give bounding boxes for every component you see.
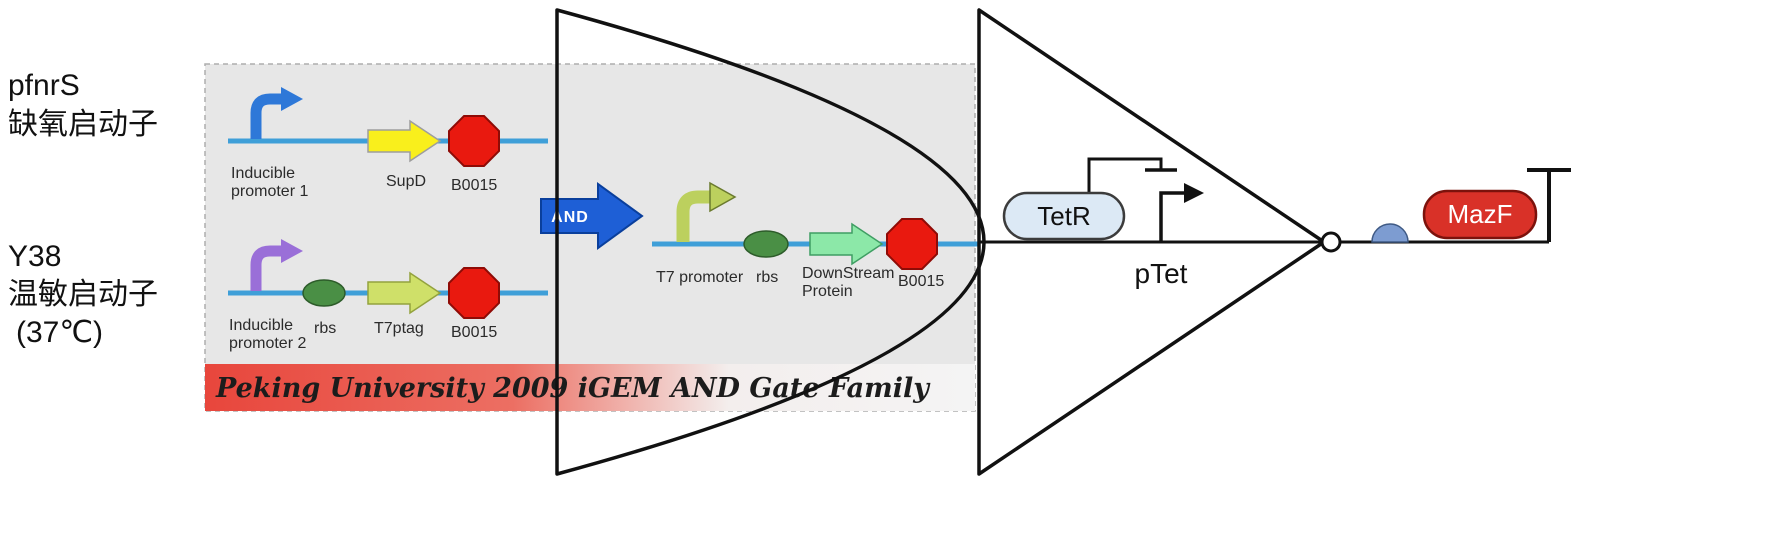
- t7ptag-gene-arrow-icon: [367, 271, 442, 315]
- and-arrow-icon: [540, 182, 644, 250]
- t7-promoter-arrowhead-icon: [709, 181, 737, 213]
- promoter2-label-line1: Inducible: [229, 317, 293, 334]
- promoter2-label-line2: promoter 2: [229, 335, 306, 352]
- promoter1-label-line2: promoter 1: [231, 183, 308, 200]
- promoter-arrow-stem: [250, 245, 283, 291]
- ptet-label: pTet: [1135, 258, 1188, 289]
- downstream-label-line1: DownStream: [802, 265, 894, 282]
- tetr-pill-icon: [1002, 191, 1126, 241]
- promoter2-desc-label: 温敏启动子: [8, 278, 158, 311]
- supd-label: SupD: [386, 173, 426, 190]
- promoter1-name-label: pfnrS: [8, 69, 80, 102]
- promoter-arrowhead-icon: [281, 87, 303, 111]
- tet-gate: TetR pTet: [977, 8, 1326, 476]
- left-annotations: pfnrS 缺氧启动子 Y38 温敏启动子 (37℃): [8, 69, 158, 349]
- circuit-2: Inducible promoter 2 rbs T7ptag B0015: [228, 239, 548, 352]
- ptet-promoter-arrow-stem: [1159, 191, 1186, 242]
- promoter-arrowhead-icon: [281, 239, 303, 263]
- terminator-label: B0015: [898, 273, 944, 290]
- terminator-octagon-icon: [448, 115, 500, 167]
- circuit-1: Inducible promoter 1 SupD B0015: [228, 87, 548, 200]
- downstream-gene-arrow-icon: [809, 222, 884, 266]
- terminator-label: B0015: [451, 177, 497, 194]
- effector-module: MazF: [1320, 168, 1571, 253]
- repression-line: [1087, 157, 1163, 193]
- t7-promoter-arrow-stem: [676, 190, 712, 242]
- rbs-oval-icon: [302, 279, 346, 307]
- promoter2-name-label: Y38: [8, 240, 61, 273]
- t7ptag-label: T7ptag: [374, 320, 424, 337]
- banner-text: Peking University 2009 iGEM AND Gate Fam…: [215, 373, 931, 404]
- inverter-bubble-icon: [1320, 231, 1342, 253]
- rbs-dome-icon: [1371, 223, 1409, 243]
- terminator-label: B0015: [451, 324, 497, 341]
- promoter-arrow-stem: [250, 93, 283, 139]
- tetr-label: TetR: [1037, 201, 1090, 231]
- downstream-label-line2: Protein: [802, 283, 853, 300]
- promoter1-desc-label: 缺氧启动子: [8, 108, 158, 141]
- and-arrow-label: AND: [551, 209, 589, 226]
- mazf-pill-icon: [1422, 189, 1538, 240]
- rbs-label: rbs: [314, 320, 336, 337]
- terminator-octagon-icon: [448, 267, 500, 319]
- banner: Peking University 2009 iGEM AND Gate Fam…: [205, 364, 975, 411]
- ptet-promoter-arrowhead-icon: [1184, 183, 1204, 203]
- output-circuit: T7 promoter rbs DownStream Protein B0015: [652, 181, 978, 300]
- and-gate-arrow: AND: [540, 182, 644, 250]
- promoter1-label-line1: Inducible: [231, 165, 295, 182]
- rbs-oval-icon: [743, 230, 789, 258]
- terminator-octagon-icon: [886, 218, 938, 270]
- and-gate-parabola-outline: [555, 8, 986, 476]
- promoter2-temp-label: (37℃): [16, 316, 103, 349]
- rbs-label: rbs: [756, 269, 778, 286]
- mazf-label: MazF: [1448, 199, 1513, 229]
- t7-promoter-label: T7 promoter: [656, 269, 744, 286]
- supd-gene-arrow-icon: [367, 119, 442, 163]
